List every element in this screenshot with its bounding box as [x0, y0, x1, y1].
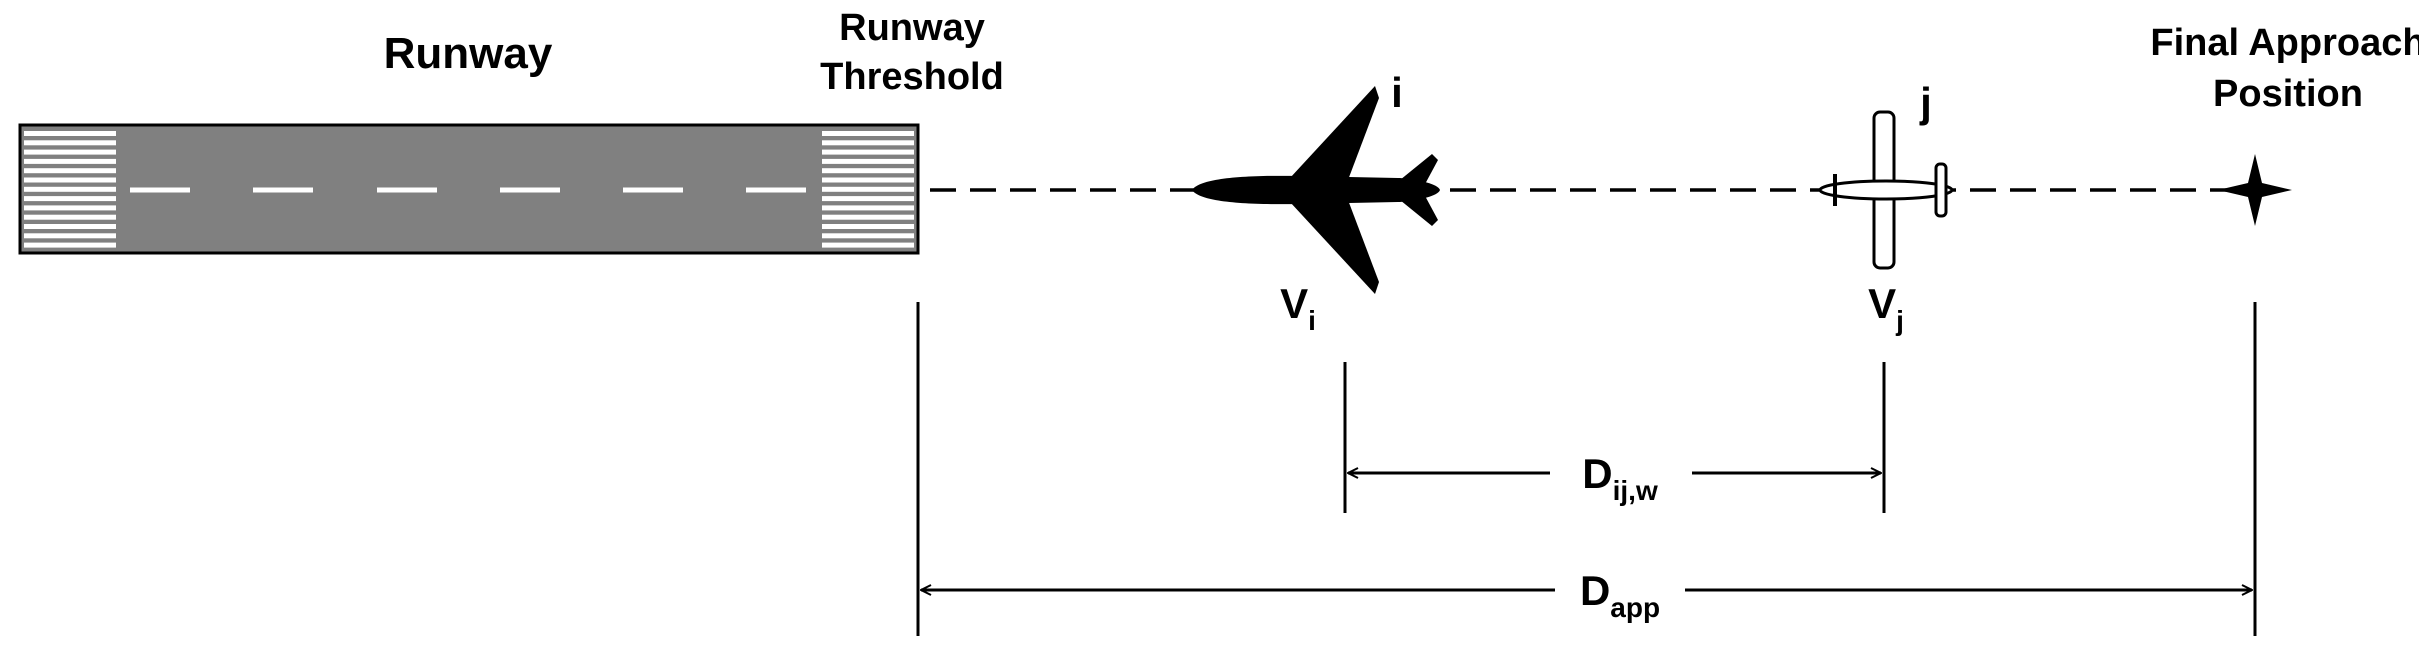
- runway-label: Runway: [384, 29, 553, 78]
- final-approach-label-line1: Final Approach: [2150, 22, 2419, 64]
- threshold-stripe: [822, 149, 914, 155]
- threshold-stripe: [822, 242, 914, 248]
- threshold-stripe: [24, 186, 116, 192]
- threshold-stripe: [822, 140, 914, 146]
- right-threshold-markings: [822, 131, 914, 248]
- threshold-label-line1: Runway: [839, 7, 985, 49]
- threshold-stripe: [822, 158, 914, 164]
- four-point-star-icon: [2218, 154, 2292, 226]
- threshold-stripe: [24, 158, 116, 164]
- threshold-stripe: [822, 131, 914, 136]
- separation-distance-label: Dij,w: [1582, 450, 1658, 506]
- threshold-stripe: [24, 196, 116, 202]
- threshold-stripe: [822, 196, 914, 202]
- threshold-stripe: [24, 224, 116, 229]
- aircraft-i-label: i: [1391, 69, 1403, 116]
- threshold-stripe: [24, 131, 116, 136]
- velocity-j-label: Vj: [1868, 280, 1904, 336]
- threshold-stripe: [24, 233, 116, 239]
- threshold-stripe: [822, 214, 914, 220]
- aircraft-j-label: j: [1919, 79, 1932, 126]
- threshold-stripe: [822, 205, 914, 211]
- threshold-stripe: [24, 177, 116, 183]
- jet-airliner-icon: [1192, 86, 1440, 294]
- threshold-stripe: [24, 168, 116, 174]
- threshold-stripe: [24, 149, 116, 155]
- velocity-i-label: Vi: [1280, 280, 1316, 336]
- light-aircraft-icon: [1818, 110, 1954, 270]
- threshold-stripe: [822, 186, 914, 192]
- approach-distance-label: Dapp: [1580, 567, 1660, 623]
- runway: [18, 123, 920, 255]
- threshold-stripe: [24, 242, 116, 248]
- threshold-stripe: [822, 168, 914, 174]
- threshold-stripe: [822, 177, 914, 183]
- final-approach-label-line2: Position: [2213, 73, 2363, 115]
- threshold-label-line2: Threshold: [820, 56, 1004, 98]
- left-threshold-markings: [24, 131, 116, 248]
- threshold-stripe: [24, 140, 116, 146]
- threshold-stripe: [24, 205, 116, 211]
- threshold-stripe: [24, 214, 116, 220]
- threshold-stripe: [822, 233, 914, 239]
- threshold-stripe: [822, 224, 914, 229]
